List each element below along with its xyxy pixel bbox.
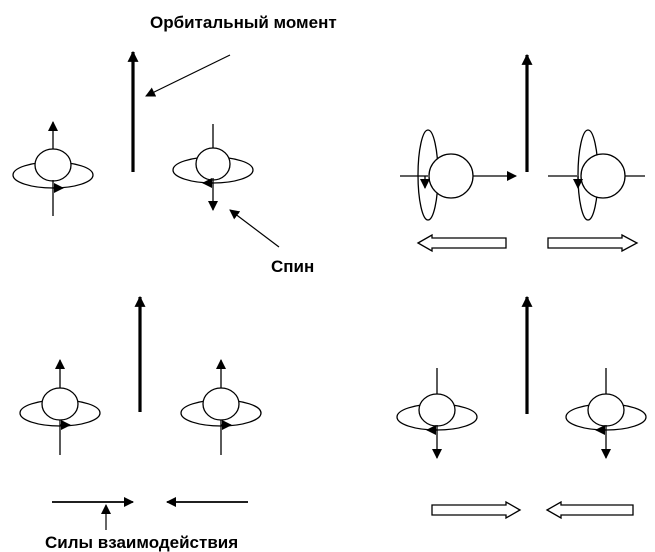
force-arrow-right <box>547 233 639 253</box>
atom-left <box>12 121 94 216</box>
atom-right <box>565 368 647 459</box>
panel-top-right <box>400 53 645 253</box>
atom-right <box>180 359 262 455</box>
force-arrow-left <box>416 233 507 253</box>
orbital-moment-pointer-arrow <box>145 54 231 97</box>
atom-right <box>548 129 645 221</box>
atom-left <box>400 129 517 221</box>
panel-top-left <box>12 50 254 216</box>
spin-label: Спин <box>271 257 314 276</box>
atom-left <box>396 368 478 459</box>
atom-left <box>19 359 101 455</box>
interaction-forces-label: Силы взаимодействия <box>45 533 238 552</box>
spin-pointer-arrow <box>229 209 280 248</box>
panel-bottom-right <box>396 295 647 520</box>
force-arrow-right <box>545 500 634 520</box>
atom-right <box>172 124 254 211</box>
force-arrow-left <box>431 500 522 520</box>
panel-bottom-left <box>19 295 262 507</box>
orbital-moment-label: Орбитальный момент <box>150 13 337 32</box>
